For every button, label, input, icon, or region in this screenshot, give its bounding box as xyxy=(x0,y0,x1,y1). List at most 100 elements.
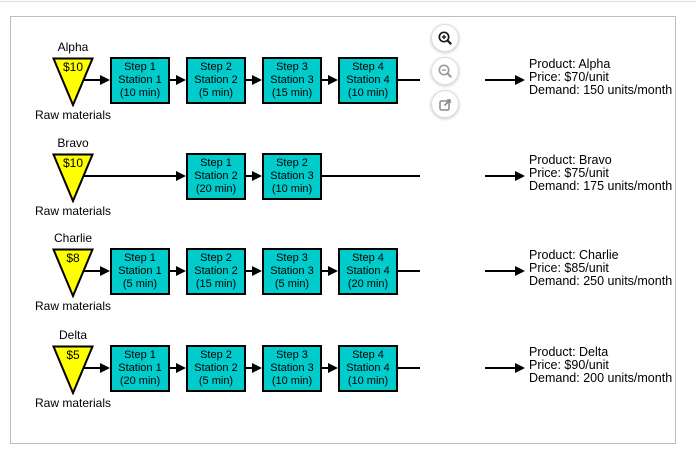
step-label: Step 1 xyxy=(124,349,156,361)
station-box: Step 3 Station 3 (5 min) xyxy=(262,248,322,295)
product-name-label: Charlie xyxy=(53,231,92,245)
connector-line xyxy=(246,270,252,272)
time-label: (5 min) xyxy=(122,278,158,290)
arrowhead-icon xyxy=(515,363,525,373)
zoom-in-button[interactable] xyxy=(431,24,459,52)
arrowhead-icon xyxy=(176,363,186,373)
window-top-edge xyxy=(0,1,696,2)
product-info-price: Price: $70/unit xyxy=(529,70,609,84)
connector-line xyxy=(322,270,328,272)
arrowhead-icon xyxy=(100,363,110,373)
station-box: Step 4 Station 4 (10 min) xyxy=(338,57,398,104)
station-label: Station 2 xyxy=(194,362,238,374)
arrowhead-icon xyxy=(328,266,338,276)
step-label: Step 1 xyxy=(124,252,156,264)
step-label: Step 3 xyxy=(276,349,308,361)
time-label: (20 min) xyxy=(195,183,237,195)
station-box: Step 3 Station 3 (15 min) xyxy=(262,57,322,104)
arrowhead-icon xyxy=(100,75,110,85)
raw-materials-triangle xyxy=(52,345,94,395)
arrowhead-icon xyxy=(328,75,338,85)
raw-materials-label: Raw materials xyxy=(34,396,112,410)
connector-line xyxy=(322,367,328,369)
step-label: Step 4 xyxy=(352,349,384,361)
step-label: Step 1 xyxy=(124,61,156,73)
connector-line xyxy=(398,270,420,272)
arrowhead-icon xyxy=(252,363,262,373)
connector-line xyxy=(322,175,420,177)
station-label: Station 3 xyxy=(270,265,314,277)
product-name-label: Alpha xyxy=(57,40,89,54)
time-label: (10 min) xyxy=(271,375,313,387)
connector-line xyxy=(84,175,176,177)
connector-line xyxy=(84,367,100,369)
station-label: Station 4 xyxy=(346,265,390,277)
time-label: (5 min) xyxy=(274,278,310,290)
arrowhead-icon xyxy=(176,266,186,276)
station-box: Step 4 Station 4 (20 min) xyxy=(338,248,398,295)
magnifier-minus-icon xyxy=(437,63,452,78)
step-label: Step 1 xyxy=(200,157,232,169)
arrowhead-icon xyxy=(252,171,262,181)
station-box: Step 1 Station 1 (5 min) xyxy=(110,248,170,295)
station-label: Station 1 xyxy=(118,362,162,374)
raw-materials-triangle xyxy=(52,153,94,203)
step-label: Step 2 xyxy=(200,349,232,361)
step-label: Step 4 xyxy=(352,252,384,264)
station-label: Station 2 xyxy=(194,170,238,182)
open-external-button[interactable] xyxy=(431,90,459,118)
connector-line xyxy=(84,79,100,81)
time-label: (15 min) xyxy=(195,278,237,290)
step-label: Step 2 xyxy=(200,252,232,264)
arrowhead-icon xyxy=(515,171,525,181)
step-label: Step 3 xyxy=(276,61,308,73)
step-label: Step 4 xyxy=(352,61,384,73)
arrowhead-icon xyxy=(515,75,525,85)
connector-line xyxy=(485,79,515,81)
station-box: Step 2 Station 2 (15 min) xyxy=(186,248,246,295)
zoom-out-button[interactable] xyxy=(431,57,459,85)
connector-line xyxy=(485,270,515,272)
product-name-label: Delta xyxy=(58,328,87,342)
arrowhead-icon xyxy=(252,75,262,85)
product-info: Product: Charlie Price: $85/unit Demand:… xyxy=(527,248,675,289)
station-box: Step 1 Station 1 (10 min) xyxy=(110,57,170,104)
station-label: Station 4 xyxy=(346,74,390,86)
arrowhead-icon xyxy=(515,266,525,276)
product-info: Product: Bravo Price: $75/unit Demand: 1… xyxy=(527,153,675,194)
station-label: Station 3 xyxy=(270,362,314,374)
product-info-name: Product: Bravo xyxy=(529,153,612,167)
time-label: (20 min) xyxy=(119,375,161,387)
product-info-name: Product: Alpha xyxy=(529,57,611,71)
station-box: Step 2 Station 3 (10 min) xyxy=(262,153,322,200)
step-label: Step 3 xyxy=(276,252,308,264)
station-label: Station 2 xyxy=(194,265,238,277)
product-info-price: Price: $90/unit xyxy=(529,358,609,372)
arrowhead-icon xyxy=(176,75,186,85)
station-label: Station 4 xyxy=(346,362,390,374)
arrowhead-icon xyxy=(100,266,110,276)
raw-materials-label: Raw materials xyxy=(34,108,112,122)
station-label: Station 1 xyxy=(118,74,162,86)
connector-line xyxy=(398,367,420,369)
station-label: Station 1 xyxy=(118,265,162,277)
connector-line xyxy=(246,367,252,369)
connector-line xyxy=(322,79,328,81)
time-label: (5 min) xyxy=(198,87,234,99)
time-label: (10 min) xyxy=(271,183,313,195)
station-label: Station 2 xyxy=(194,74,238,86)
product-name-label: Bravo xyxy=(57,136,89,150)
connector-line xyxy=(485,367,515,369)
external-link-icon xyxy=(438,98,451,111)
raw-materials-triangle xyxy=(52,57,94,107)
station-box: Step 3 Station 3 (10 min) xyxy=(262,345,322,392)
product-info-demand: Demand: 200 units/month xyxy=(529,371,673,385)
arrowhead-icon xyxy=(176,171,186,181)
station-box: Step 4 Station 4 (10 min) xyxy=(338,345,398,392)
product-info-demand: Demand: 175 units/month xyxy=(529,179,673,193)
raw-cost-label: $8 xyxy=(66,251,80,265)
time-label: (10 min) xyxy=(347,87,389,99)
station-label: Station 3 xyxy=(270,74,314,86)
raw-materials-label: Raw materials xyxy=(34,204,112,218)
